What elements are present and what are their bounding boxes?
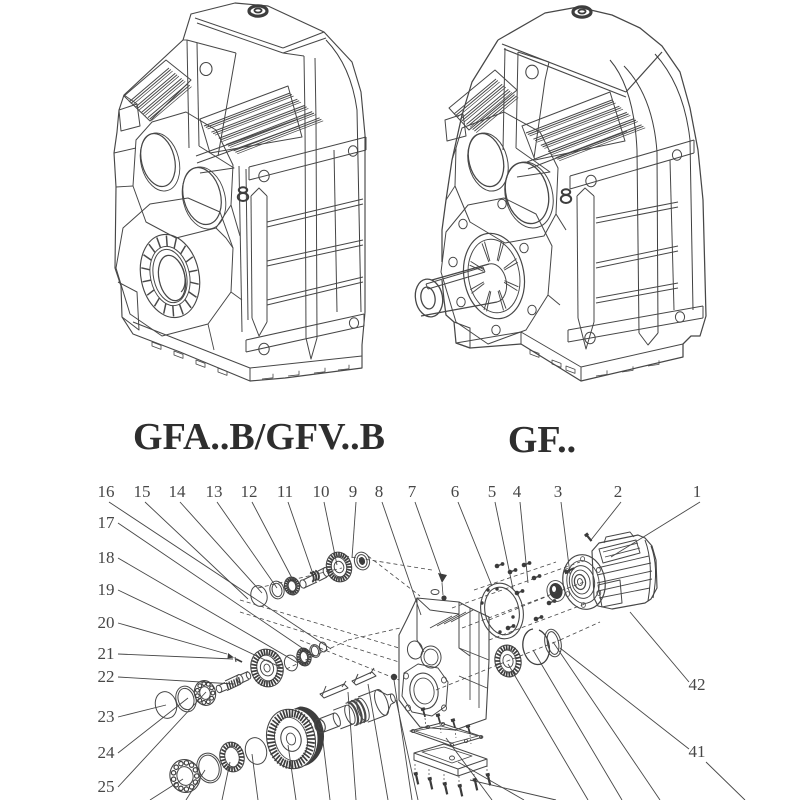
svg-text:16: 16 <box>98 482 115 501</box>
svg-text:7: 7 <box>408 482 417 501</box>
svg-text:41: 41 <box>689 742 706 761</box>
svg-text:20: 20 <box>98 613 115 632</box>
svg-text:GF..: GF.. <box>508 419 576 461</box>
svg-text:17: 17 <box>98 513 116 532</box>
svg-text:2: 2 <box>614 482 623 501</box>
svg-text:1: 1 <box>693 482 702 501</box>
svg-text:10: 10 <box>313 482 330 501</box>
svg-text:GFA..B/GFV..B: GFA..B/GFV..B <box>133 416 385 458</box>
svg-text:11: 11 <box>277 482 293 501</box>
svg-text:9: 9 <box>349 482 358 501</box>
svg-text:42: 42 <box>689 675 706 694</box>
svg-text:13: 13 <box>206 482 223 501</box>
svg-text:14: 14 <box>169 482 187 501</box>
svg-text:24: 24 <box>98 743 116 762</box>
svg-text:8: 8 <box>375 482 384 501</box>
svg-text:23: 23 <box>98 707 115 726</box>
svg-text:5: 5 <box>488 482 497 501</box>
svg-text:19: 19 <box>98 580 115 599</box>
svg-text:3: 3 <box>554 482 563 501</box>
svg-text:18: 18 <box>98 548 115 567</box>
svg-text:15: 15 <box>134 482 151 501</box>
svg-text:12: 12 <box>241 482 258 501</box>
svg-text:4: 4 <box>513 482 522 501</box>
svg-text:22: 22 <box>98 667 115 686</box>
svg-text:6: 6 <box>451 482 460 501</box>
svg-text:21: 21 <box>98 644 115 663</box>
svg-text:25: 25 <box>98 777 115 796</box>
